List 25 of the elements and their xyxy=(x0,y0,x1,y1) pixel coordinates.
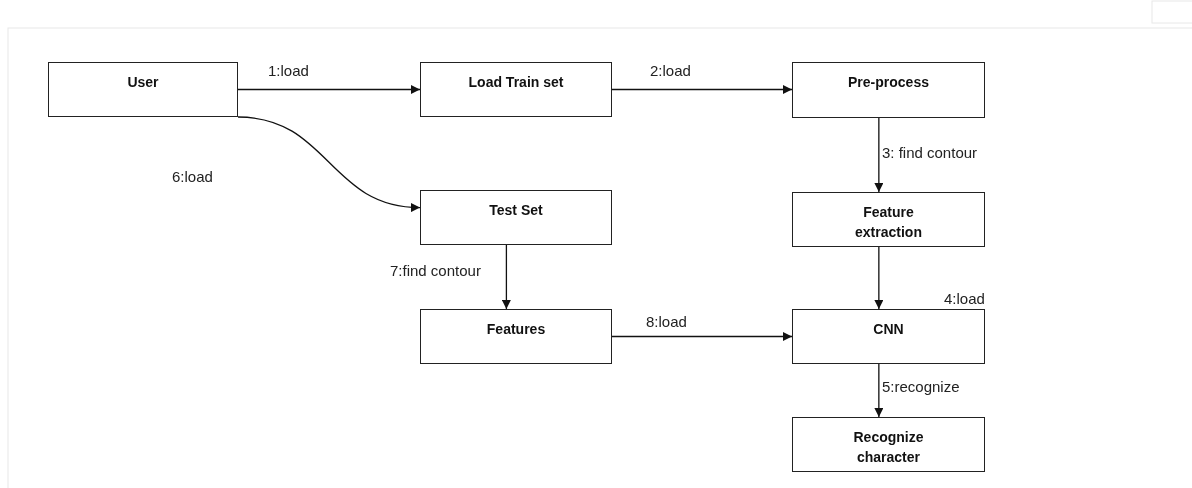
box-label: Load Train set xyxy=(468,73,564,92)
arrow xyxy=(237,116,421,212)
box-label: Test Set xyxy=(489,201,543,220)
arrow xyxy=(611,332,793,341)
arrow xyxy=(501,244,511,310)
process-box xyxy=(792,309,985,364)
arrow xyxy=(874,117,884,193)
process-box xyxy=(792,417,985,472)
arrow xyxy=(611,85,793,94)
box-label: Features xyxy=(486,320,546,339)
process-box xyxy=(792,62,985,118)
arrow xyxy=(874,363,884,418)
arrow xyxy=(874,246,884,310)
box-label: Feature extraction xyxy=(854,203,923,242)
process-box xyxy=(420,190,612,245)
box-label: User xyxy=(127,73,159,92)
process-box xyxy=(420,62,612,117)
process-box xyxy=(792,192,985,247)
edge-label: 5:recognize xyxy=(880,378,962,396)
box-label: Recognize character xyxy=(852,428,925,467)
process-box xyxy=(420,309,612,364)
box-label: CNN xyxy=(873,320,904,339)
process-box xyxy=(48,62,238,117)
box-label: Pre-process xyxy=(848,73,929,92)
arrow xyxy=(237,85,421,94)
